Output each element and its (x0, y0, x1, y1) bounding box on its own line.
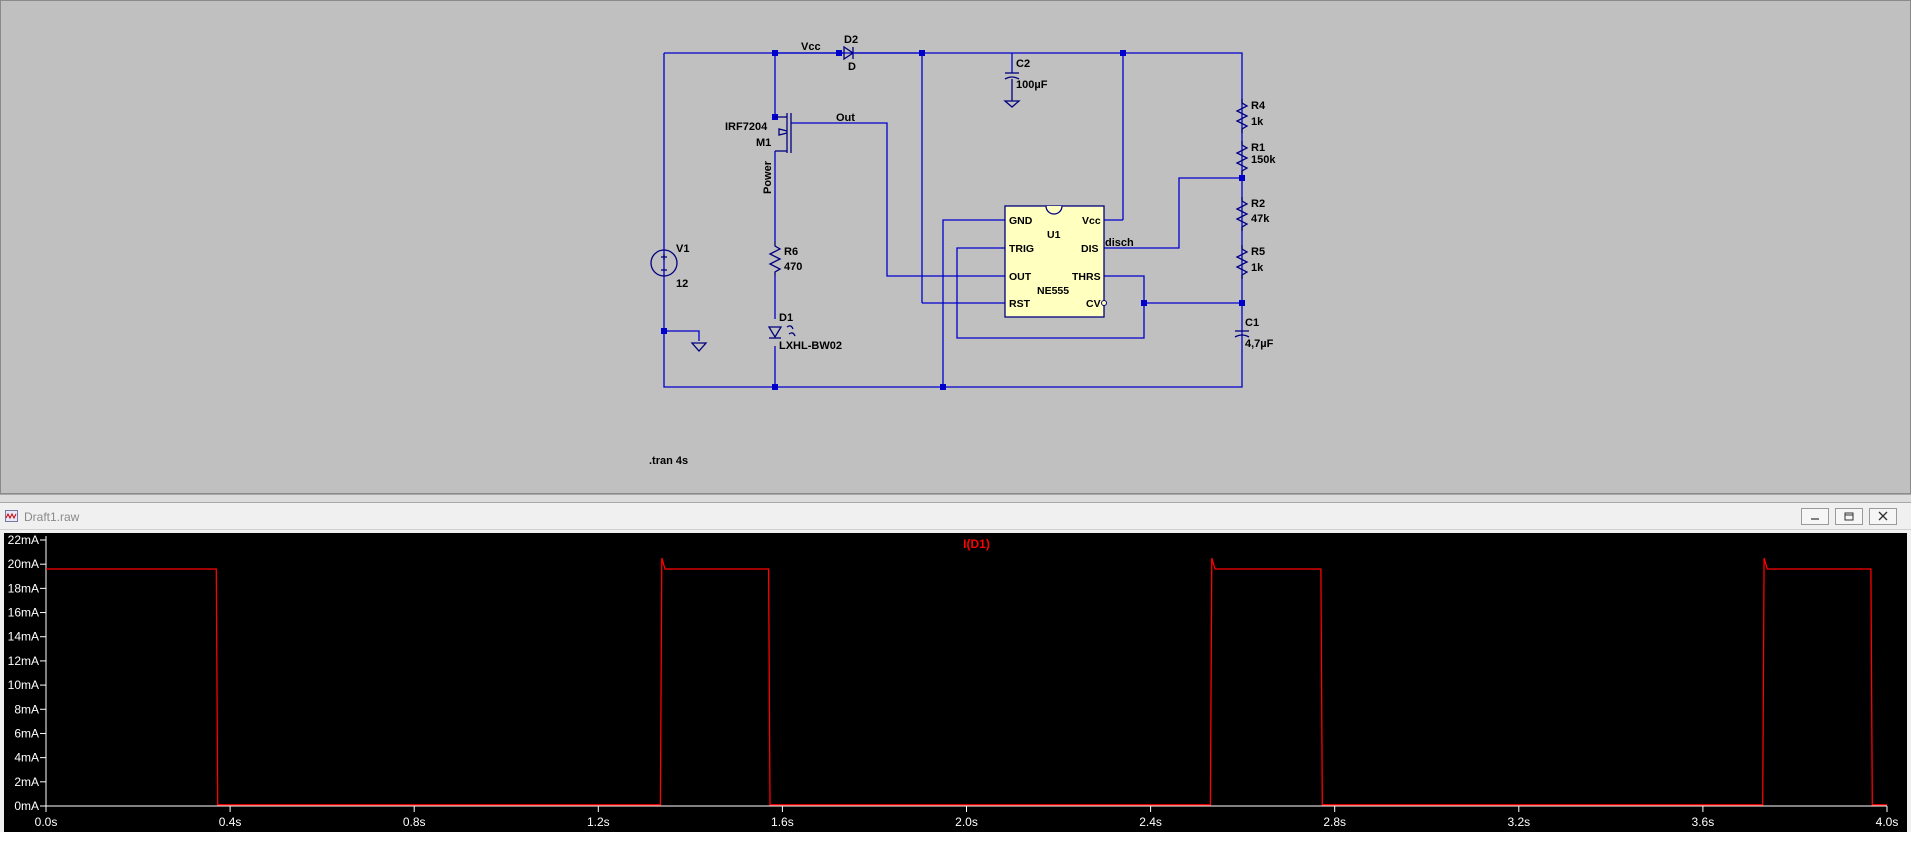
pin-dis: DIS (1081, 243, 1099, 255)
minimize-button[interactable] (1801, 508, 1829, 525)
mosfet-m1[interactable]: IRF7204 M1 (725, 113, 792, 153)
pin-out: OUT (1009, 271, 1032, 283)
r4-name: R4 (1251, 100, 1266, 112)
pin-trig: TRIG (1009, 243, 1034, 255)
net-label-disch: disch (1105, 237, 1134, 249)
x-tick-label: 0.0s (35, 815, 58, 829)
status-strip (0, 832, 1911, 845)
m1-model: IRF7204 (725, 121, 768, 133)
v1-name: V1 (676, 243, 689, 255)
close-icon (1878, 511, 1888, 521)
resistor-r4[interactable]: R4 1k (1235, 99, 1266, 133)
led-d1[interactable]: D1 LXHL-BW02 (767, 312, 842, 352)
schematic-canvas[interactable]: D2 D Vcc C2 100µF IRF7204 M1 Out Power R… (1, 1, 1911, 495)
waveform-window-title: Draft1.raw (24, 510, 80, 524)
plot-background (4, 533, 1907, 832)
capacitor-c1[interactable]: C1 4,7µF (1234, 317, 1274, 350)
resistor-r5[interactable]: R5 1k (1235, 245, 1265, 279)
pin-rst: RST (1009, 298, 1031, 310)
ic-name: U1 (1047, 229, 1061, 241)
pin-cv: CV (1086, 298, 1101, 310)
y-tick-label: 12mA (8, 654, 39, 668)
y-tick-label: 2mA (14, 775, 39, 789)
r6-value: 470 (784, 261, 802, 273)
resistor-r2[interactable]: R2 47k (1235, 197, 1270, 231)
r2-name: R2 (1251, 198, 1265, 210)
d1-value: LXHL-BW02 (779, 340, 842, 352)
resistor-r6[interactable]: R6 470 (768, 241, 802, 276)
voltage-source-v1[interactable]: V1 12 (650, 243, 689, 290)
y-tick-label: 6mA (14, 726, 39, 740)
c1-value: 4,7µF (1245, 338, 1274, 350)
ground-icon (690, 342, 708, 352)
c2-name: C2 (1016, 58, 1030, 70)
x-tick-label: 2.4s (1139, 815, 1162, 829)
spice-directive[interactable]: .tran 4s (649, 455, 688, 467)
minimize-icon (1811, 518, 1819, 520)
close-button[interactable] (1869, 508, 1897, 525)
m1-name: M1 (756, 137, 771, 149)
y-tick-label: 16mA (8, 606, 39, 620)
capacitor-c2[interactable]: C2 100µF (1003, 58, 1048, 108)
r4-value: 1k (1251, 116, 1264, 128)
r1-name: R1 (1251, 142, 1265, 154)
series-line-i-d1[interactable] (46, 557, 1887, 806)
wires (663, 52, 1243, 388)
schematic-editor[interactable]: D2 D Vcc C2 100µF IRF7204 M1 Out Power R… (0, 0, 1911, 494)
x-tick-label: 2.8s (1323, 815, 1346, 829)
pin-vcc: Vcc (1082, 215, 1101, 227)
restore-button[interactable] (1835, 508, 1863, 525)
y-tick-label: 0mA (14, 799, 39, 813)
trace-label[interactable]: I(D1) (963, 537, 990, 551)
x-tick-label: 1.6s (771, 815, 794, 829)
net-label-out: Out (836, 112, 855, 124)
pin-thrs: THRS (1072, 271, 1101, 283)
y-tick-label: 14mA (8, 630, 39, 644)
y-tick-label: 4mA (14, 751, 39, 765)
y-tick-label: 22mA (8, 533, 39, 547)
r5-value: 1k (1251, 262, 1264, 274)
x-tick-label: 0.8s (403, 815, 426, 829)
c2-value: 100µF (1016, 79, 1048, 91)
waveform-window-icon (5, 510, 18, 522)
waveform-chart[interactable]: 0mA 2mA 4mA 6mA 8mA 10mA 12mA 14mA 16mA 18mA 20mA 2… (0, 530, 1911, 835)
resistor-r1[interactable]: R1 150k (1235, 141, 1276, 175)
y-tick-label: 10mA (8, 678, 39, 692)
net-label-vcc: Vcc (801, 41, 821, 53)
x-tick-label: 2.0s (955, 815, 978, 829)
v1-value: 12 (676, 278, 688, 290)
y-tick-label: 20mA (8, 557, 39, 571)
d1-name: D1 (779, 312, 793, 324)
pane-splitter[interactable] (0, 494, 1911, 503)
d2-value: D (848, 61, 856, 73)
d2-name: D2 (844, 34, 858, 46)
waveform-window[interactable]: Draft1.raw 0mA 2mA 4mA 6mA 8mA 10mA 12mA 14mA 16… (0, 503, 1911, 845)
diode-d2[interactable]: D2 D (839, 34, 922, 73)
c1-name: C1 (1245, 317, 1259, 329)
x-tick-label: 3.6s (1692, 815, 1715, 829)
ic-part: NE555 (1037, 285, 1069, 297)
y-tick-label: 18mA (8, 581, 39, 595)
r6-name: R6 (784, 246, 798, 258)
x-tick-label: 1.2s (587, 815, 610, 829)
r1-value: 150k (1251, 154, 1276, 166)
net-label-power: Power (762, 160, 774, 194)
y-tick-label: 8mA (14, 702, 39, 716)
x-tick-label: 4.0s (1876, 815, 1899, 829)
pin-gnd: GND (1009, 215, 1033, 227)
waveform-titlebar[interactable]: Draft1.raw (0, 503, 1911, 530)
waveform-plot-area[interactable]: 0mA 2mA 4mA 6mA 8mA 10mA 12mA 14mA 16mA 18mA 20mA 2… (0, 530, 1911, 835)
restore-icon (1844, 512, 1854, 521)
x-tick-label: 0.4s (219, 815, 242, 829)
r2-value: 47k (1251, 213, 1270, 225)
ic-ne555-u1[interactable]: GND TRIG OUT RST Vcc DIS THRS CV U1 NE55… (1004, 205, 1107, 318)
r5-name: R5 (1251, 246, 1265, 258)
x-tick-label: 3.2s (1507, 815, 1530, 829)
